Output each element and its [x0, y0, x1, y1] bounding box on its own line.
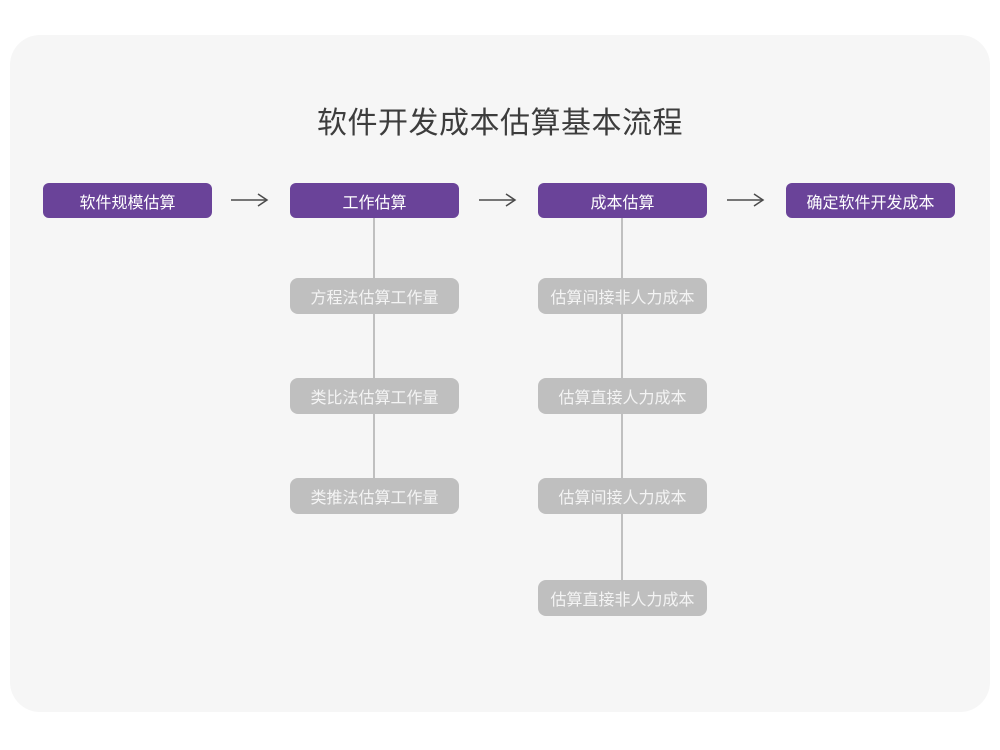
step-software-scale-estimation: 软件规模估算 — [43, 183, 212, 218]
step-determine-development-cost: 确定软件开发成本 — [786, 183, 955, 218]
sub-item-indirect-non-labor-cost: 估算间接非人力成本 — [538, 278, 707, 314]
page-title: 软件开发成本估算基本流程 — [317, 107, 683, 140]
sub-item-label: 估算间接人力成本 — [558, 490, 687, 507]
step-work-estimation: 工作估算 — [290, 183, 459, 218]
sub-item-analogy-method: 类比法估算工作量 — [290, 378, 459, 414]
sub-item-direct-labor-cost: 估算直接人力成本 — [538, 378, 707, 414]
arrow-right-icon — [230, 189, 270, 211]
step-cost-estimation: 成本估算 — [538, 183, 707, 218]
arrow-right-icon — [478, 189, 518, 211]
step-label: 软件规模估算 — [79, 194, 176, 212]
sub-item-label: 估算直接人力成本 — [558, 390, 687, 407]
flowchart-card — [10, 35, 990, 712]
arrow-right-icon — [231, 193, 269, 207]
sub-item-label: 估算直接非人力成本 — [550, 592, 695, 609]
sub-item-indirect-labor-cost: 估算间接人力成本 — [538, 478, 707, 514]
sub-item-label: 方程法估算工作量 — [310, 290, 439, 307]
sub-item-label: 估算间接非人力成本 — [550, 290, 695, 307]
step-label: 确定软件开发成本 — [806, 194, 935, 212]
sub-item-label: 类推法估算工作量 — [310, 490, 439, 507]
connector-line-work — [373, 218, 375, 496]
step-label: 工作估算 — [342, 194, 407, 212]
sub-item-equation-method: 方程法估算工作量 — [290, 278, 459, 314]
sub-item-extrapolation-method: 类推法估算工作量 — [290, 478, 459, 514]
arrow-right-icon — [726, 189, 766, 211]
arrow-right-icon — [727, 193, 765, 207]
arrow-right-icon — [479, 193, 517, 207]
step-label: 成本估算 — [590, 194, 655, 212]
sub-item-direct-non-labor-cost: 估算直接非人力成本 — [538, 580, 707, 616]
sub-item-label: 类比法估算工作量 — [310, 390, 439, 407]
